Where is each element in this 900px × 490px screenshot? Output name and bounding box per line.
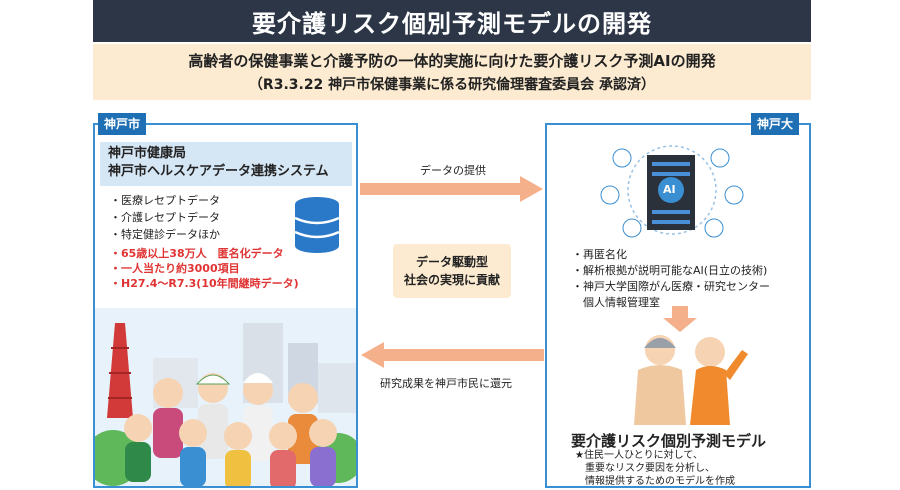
anonymization-list: ・再匿名化 ・解析根拠が説明可能なAI(日立の技術) ・神戸大学国際がん医療・研… [572, 247, 770, 311]
down-arrow-icon [663, 306, 697, 332]
right-arrow-icon [360, 176, 543, 202]
health-bureau-box: 神戸市健康局 神戸市ヘルスケアデータ連携システム [100, 142, 352, 186]
kobe-university-tag: 神戸大 [751, 113, 800, 135]
page-title: 要介護リスク個別予測モデルの開発 [93, 0, 811, 42]
data-provision-label: データの提供 [420, 164, 486, 177]
data-source-list: ・医療レセプトデータ ・介護レセプトデータ ・特定健診データほか [110, 192, 220, 243]
dataset-highlights: ・65歳以上38万人 匿名化データ ・一人当たり約3000項目 ・H27.4～R… [110, 246, 299, 291]
health-bureau-label: 神戸市健康局 [108, 146, 187, 161]
list-item: 情報提供するためのモデルを作成 [575, 476, 735, 487]
list-item: ★住民一人ひとりに対して、 [575, 450, 703, 461]
list-item: ・H27.4～R7.3(10年間継時データ) [110, 277, 299, 290]
list-item: 個人情報管理室 [572, 296, 660, 309]
database-icon [294, 197, 340, 253]
data-driven-society-box: データ駆動型 社会の実現に貢献 [393, 244, 511, 298]
research-return-label: 研究成果を神戸市民に還元 [380, 377, 512, 390]
kobe-city-panel [93, 123, 358, 488]
kobe-city-tag: 神戸市 [98, 113, 147, 135]
subtitle-band: 高齢者の保健事業と介護予防の一体的実施に向けた要介護リスク予測AIの開発 （R3… [93, 44, 811, 100]
list-item: ・介護レセプトデータ [110, 211, 220, 224]
list-item: ・再匿名化 [572, 248, 627, 261]
elderly-couple-illustration [634, 335, 748, 425]
list-item: ・一人当たり約3000項目 [110, 262, 240, 275]
ai-server-illustration [600, 145, 744, 238]
subtitle-line-2: （R3.3.22 神戸市保健事業に係る研究倫理審査委員会 承認済） [248, 77, 656, 93]
list-item: 重要なリスク要因を分析し、 [575, 463, 715, 474]
model-description: ★住民一人ひとりに対して、 重要なリスク要因を分析し、 情報提供するためのモデル… [575, 449, 735, 488]
list-item: ・神戸大学国際がん医療・研究センター [572, 280, 770, 293]
left-arrow-icon [361, 342, 544, 368]
center-line-1: データ駆動型 [415, 255, 488, 269]
city-people-illustration [95, 308, 356, 486]
list-item: ・65歳以上38万人 匿名化データ [110, 247, 284, 260]
model-title: 要介護リスク個別予測モデル [571, 432, 767, 450]
kobe-university-panel [545, 123, 811, 488]
healthcare-system-label: 神戸市ヘルスケアデータ連携システム [108, 164, 329, 179]
center-line-2: 社会の実現に貢献 [403, 273, 500, 287]
list-item: ・解析根拠が説明可能なAI(日立の技術) [572, 264, 768, 277]
list-item: ・特定健診データほか [110, 228, 220, 241]
ai-label: AI [663, 183, 676, 196]
subtitle-line-1: 高齢者の保健事業と介護予防の一体的実施に向けた要介護リスク予測AIの開発 [188, 52, 716, 70]
list-item: ・医療レセプトデータ [110, 194, 220, 207]
